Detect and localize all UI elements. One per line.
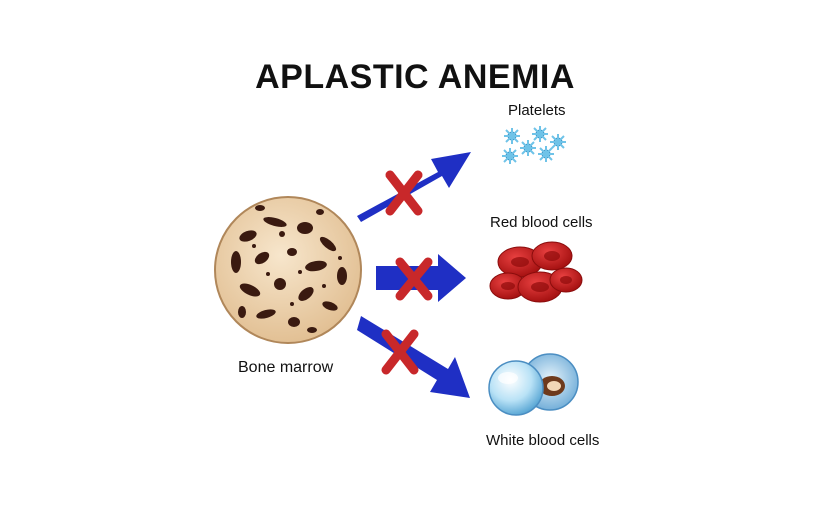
platelets-icon: [502, 126, 566, 164]
white-blood-cells-label: White blood cells: [486, 432, 600, 449]
bone-marrow-label: Bone marrow: [238, 359, 334, 376]
white-blood-cells-icon: [488, 353, 579, 416]
blocked-x-mark: [381, 329, 419, 375]
arrow-to-red-blood-cells: [376, 254, 466, 302]
blocked-x-mark: [385, 170, 423, 216]
arrow-to-platelets: [357, 152, 471, 222]
red-blood-cells-label: Red blood cells: [490, 214, 593, 231]
platelets-label: Platelets: [508, 102, 566, 119]
arrow-to-white-blood-cells: [357, 316, 470, 398]
diagram-title: APLASTIC ANEMIA: [255, 58, 575, 96]
red-blood-cells-icon: [489, 241, 583, 303]
blocked-x-mark: [395, 257, 433, 301]
bone-marrow-icon: [214, 196, 362, 344]
